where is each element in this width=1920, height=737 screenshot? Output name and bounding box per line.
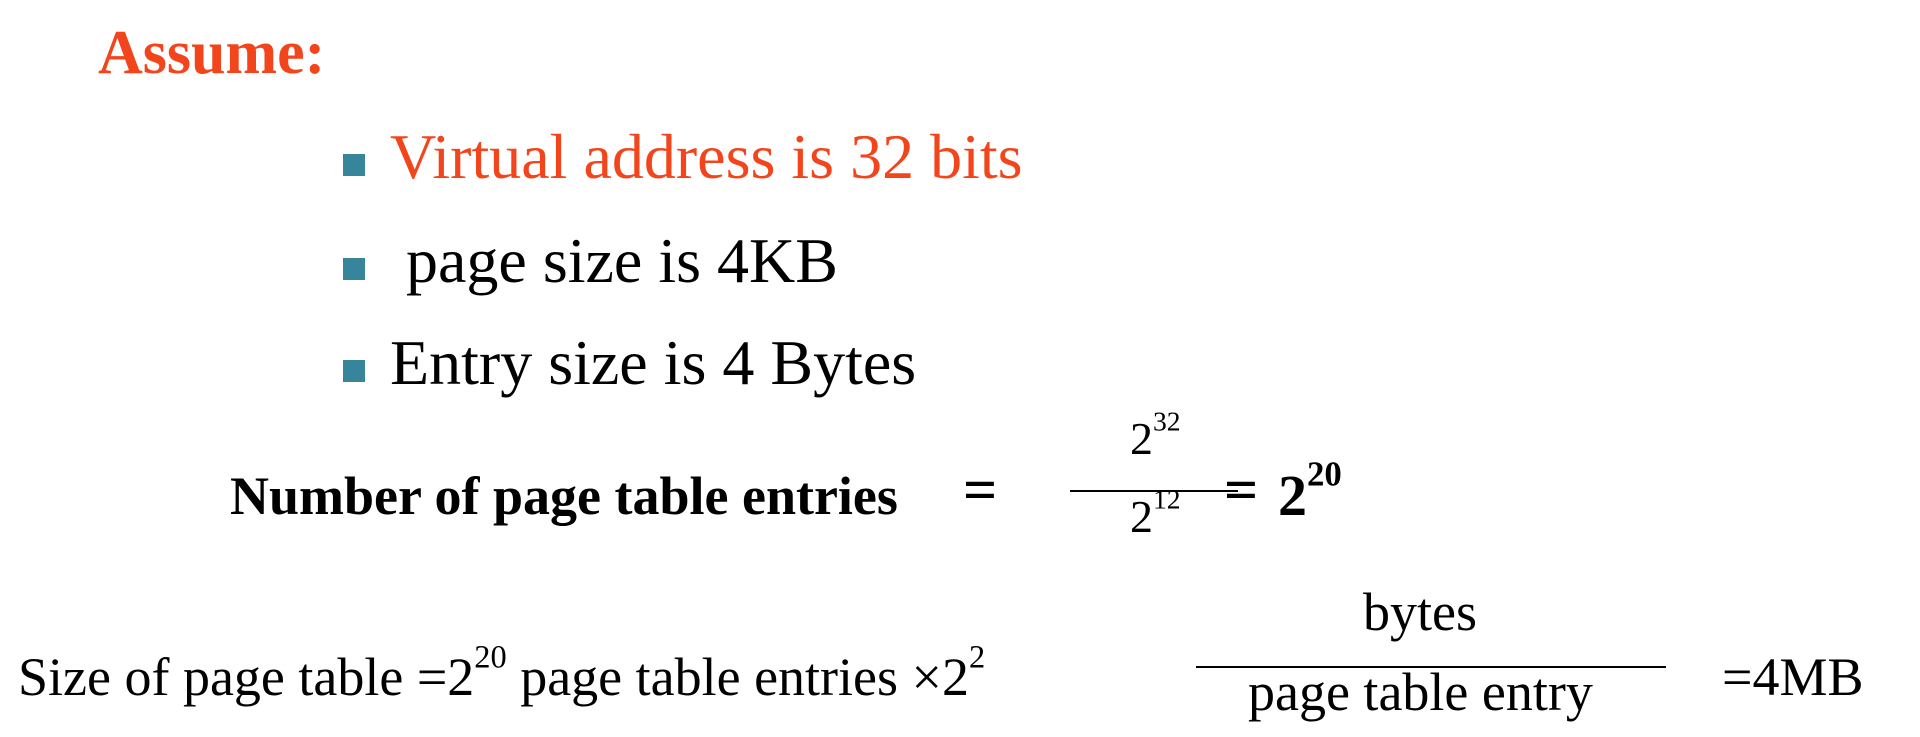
- entries-denominator: 212: [1130, 483, 1181, 542]
- bullet-text-3: Entry size is 4 Bytes: [390, 327, 917, 398]
- bullet-marker-1: [343, 154, 365, 176]
- bullet-text-2: page size is 4KB: [390, 225, 838, 296]
- times-sign: ×: [911, 647, 942, 707]
- size-fraction-bar: [1196, 666, 1666, 668]
- entries-result-equals: =: [1224, 457, 1259, 523]
- bullet-text-1: Virtual address is 32 bits: [390, 121, 1023, 192]
- size-formula-text: Size of page table =220 page table entri…: [18, 639, 986, 707]
- size-fraction-numerator: bytes: [1363, 582, 1477, 642]
- entries-equals: =: [963, 457, 998, 523]
- size-fraction-denominator: page table entry: [1248, 662, 1593, 722]
- entries-numerator: 232: [1130, 405, 1181, 464]
- bullet-marker-2: [343, 258, 365, 280]
- assume-heading: Assume:: [98, 19, 326, 87]
- size-result: =4MB: [1722, 647, 1864, 707]
- entries-label: Number of page table entries: [230, 466, 898, 526]
- entries-result: 220: [1278, 454, 1342, 528]
- bullet-marker-3: [343, 360, 365, 382]
- entries-fraction-bar: [1070, 490, 1238, 492]
